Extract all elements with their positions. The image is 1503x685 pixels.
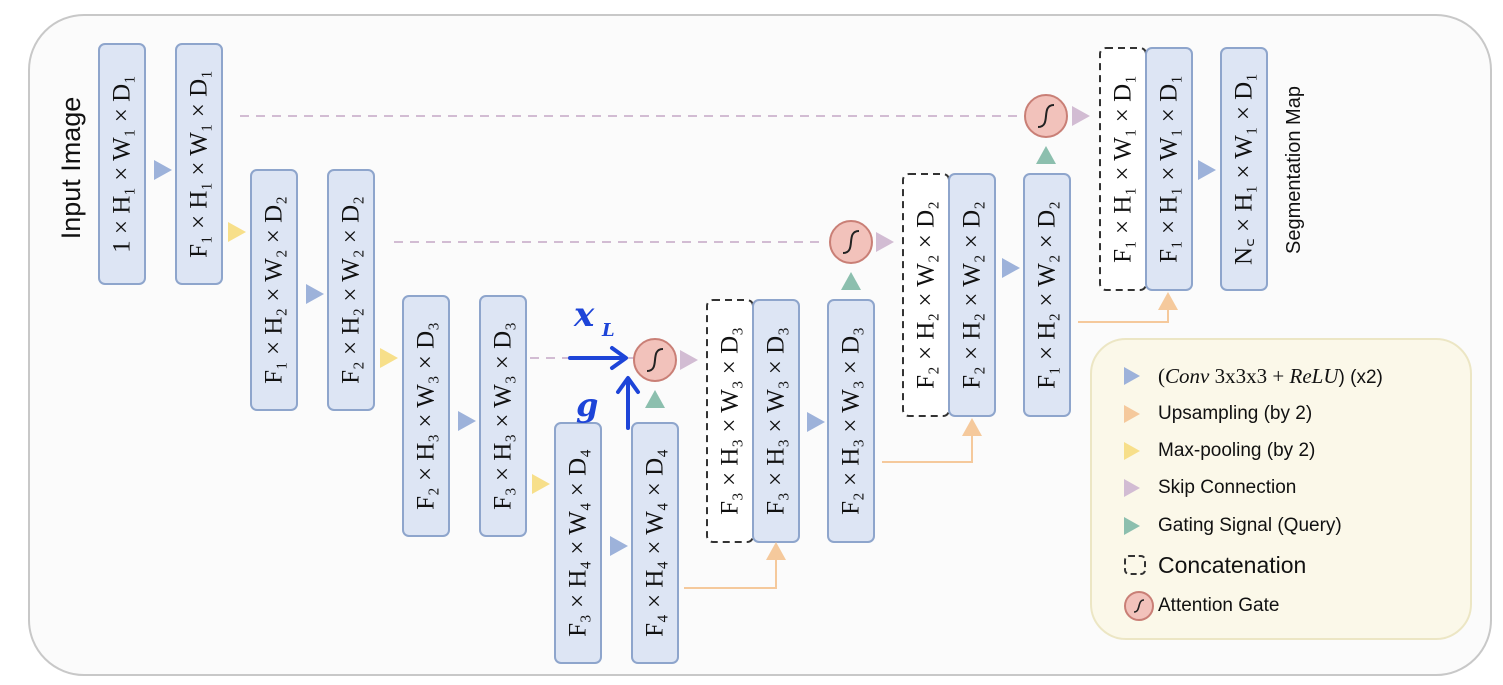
legend-gate: Attention Gate <box>1124 591 1280 621</box>
upsampling-path <box>882 432 973 463</box>
upsampling-arrow <box>962 418 982 436</box>
feature-block-enc2a: F₁ × H₂ × W₂ × D₂ <box>250 169 298 411</box>
legend-skip: Skip Connection <box>1124 474 1296 502</box>
feature-block-enc3b: F₃ × H₃ × W₃ × D₃ <box>479 295 527 537</box>
conv-arrow <box>458 411 476 431</box>
x-subscript: L <box>601 320 615 341</box>
block-label: F₂ × H₂ × W₂ × D₂ <box>338 196 365 384</box>
block-label: F₁ × H₁ × W₁ × D₁ <box>186 70 213 258</box>
gating-triangle-icon <box>1124 517 1140 535</box>
gating-arrow <box>645 390 665 408</box>
block-label: F₂ × H₂ × W₂ × D₂ <box>913 201 940 389</box>
upsampling-arrow <box>766 542 786 560</box>
legend-maxpool-label: Max-pooling (by 2) <box>1158 440 1316 461</box>
legend-maxpool: Max-pooling (by 2) <box>1124 437 1315 465</box>
legend: (Conv 3x3x3 + ReLU) (x2) Upsampling (by … <box>1090 338 1472 640</box>
segmentation-map-label: Segmentation Map <box>1283 86 1305 254</box>
feature-block-dec3a: F₃ × H₃ × W₃ × D₃ <box>752 299 800 543</box>
legend-gate-label: Attention Gate <box>1158 595 1280 616</box>
feature-block-enc3a: F₂ × H₃ × W₃ × D₃ <box>402 295 450 537</box>
block-label: F₂ × H₂ × W₂ × D₂ <box>959 201 986 389</box>
legend-skip-label: Skip Connection <box>1158 477 1297 498</box>
legend-concat: Concatenation <box>1124 551 1306 579</box>
g-annotation: g <box>576 386 598 424</box>
legend-gating-label: Gating Signal (Query) <box>1158 515 1342 536</box>
attention-gate <box>1024 94 1068 138</box>
x-arrow <box>568 346 628 370</box>
conv-arrow <box>1002 258 1020 278</box>
upsampling-path <box>1078 306 1169 323</box>
legend-conv: (Conv 3x3x3 + ReLU) (x2) <box>1124 362 1383 390</box>
skip-arrow <box>680 350 698 370</box>
block-label: F₁ × H₂ × W₂ × D₂ <box>1034 201 1061 389</box>
conv-triangle-icon <box>1124 367 1140 385</box>
upsampling-arrow <box>1158 292 1178 310</box>
feature-block-enc1b: F₁ × H₁ × W₁ × D₁ <box>175 43 223 285</box>
legend-conv-label: (Conv 3x3x3 + ReLU) (x2) <box>1158 363 1383 388</box>
block-label: F₃ × H₃ × W₃ × D₃ <box>490 322 517 510</box>
gating-arrow <box>1036 146 1056 164</box>
block-label: F₁ × H₁ × W₁ × D₁ <box>1110 75 1137 263</box>
feature-block-dec2skip: F₂ × H₂ × W₂ × D₂ <box>902 173 950 417</box>
feature-block-dec2a: F₂ × H₂ × W₂ × D₂ <box>948 173 996 417</box>
legend-upsampling-label: Upsampling (by 2) <box>1158 403 1313 424</box>
legend-gating: Gating Signal (Query) <box>1124 512 1342 540</box>
block-label: N꜀ × H₁ × W₁ × D₁ <box>1231 73 1258 265</box>
conv-arrow <box>154 160 172 180</box>
blocks: 1 × H₁ × W₁ × D₁ F₁ × H₁ × W₁ × D₁ F₁ × H₂… <box>98 43 1268 664</box>
block-label: F₂ × H₃ × W₃ × D₃ <box>838 327 865 515</box>
feature-block-enc4b: F₄ × H₄ × W₄ × D₄ <box>631 422 679 664</box>
feature-block-dec1skip: F₁ × H₁ × W₁ × D₁ <box>1099 47 1147 291</box>
gating-arrow <box>841 272 861 290</box>
feature-block-dec3b: F₂ × H₃ × W₃ × D₃ <box>827 299 875 543</box>
block-label: F₃ × H₃ × W₃ × D₃ <box>763 327 790 515</box>
attention-gate <box>633 338 677 382</box>
legend-upsampling: Upsampling (by 2) <box>1124 400 1312 428</box>
feature-block-enc1a: 1 × H₁ × W₁ × D₁ <box>98 43 146 285</box>
block-label: F₃ × H₄ × W₄ × D₄ <box>565 449 592 637</box>
conv-arrow <box>306 284 324 304</box>
connectors <box>240 115 1169 589</box>
attention-gate-icon <box>1124 591 1154 621</box>
block-label: F₄ × H₄ × W₄ × D₄ <box>642 449 669 637</box>
feature-block-dec2b: F₁ × H₂ × W₂ × D₂ <box>1023 173 1071 417</box>
conv-arrow <box>610 536 628 556</box>
block-label: F₁ × H₁ × W₁ × D₁ <box>1156 75 1183 263</box>
g-arrow <box>616 376 640 430</box>
maxpool-arrow <box>532 474 550 494</box>
block-label: F₃ × H₃ × W₃ × D₃ <box>717 327 744 515</box>
skip-triangle-icon <box>1124 479 1140 497</box>
maxpool-arrow <box>228 222 246 242</box>
maxpool-arrow <box>380 348 398 368</box>
conv-arrow <box>807 412 825 432</box>
conv-arrow <box>1198 160 1216 180</box>
legend-concat-label: Concatenation <box>1158 551 1307 578</box>
x-annotation: x <box>573 295 595 335</box>
input-image-label: Input Image <box>56 97 86 240</box>
block-label: 1 × H₁ × W₁ × D₁ <box>109 75 136 253</box>
feature-block-dec3skip: F₃ × H₃ × W₃ × D₃ <box>706 299 754 543</box>
markers <box>154 94 1216 560</box>
skip-arrow <box>1072 106 1090 126</box>
feature-block-out: N꜀ × H₁ × W₁ × D₁ <box>1220 47 1268 291</box>
upsampling-triangle-icon <box>1124 405 1140 423</box>
block-label: F₁ × H₂ × W₂ × D₂ <box>261 196 288 384</box>
upsampling-path <box>684 556 777 589</box>
feature-block-enc4a: F₃ × H₄ × W₄ × D₄ <box>554 422 602 664</box>
feature-block-enc2b: F₂ × H₂ × W₂ × D₂ <box>327 169 375 411</box>
attention-gate <box>829 220 873 264</box>
feature-block-dec1a: F₁ × H₁ × W₁ × D₁ <box>1145 47 1193 291</box>
concat-box-icon <box>1124 555 1146 575</box>
maxpool-triangle-icon <box>1124 442 1140 460</box>
block-label: F₂ × H₃ × W₃ × D₃ <box>413 322 440 510</box>
skip-arrow <box>876 232 894 252</box>
